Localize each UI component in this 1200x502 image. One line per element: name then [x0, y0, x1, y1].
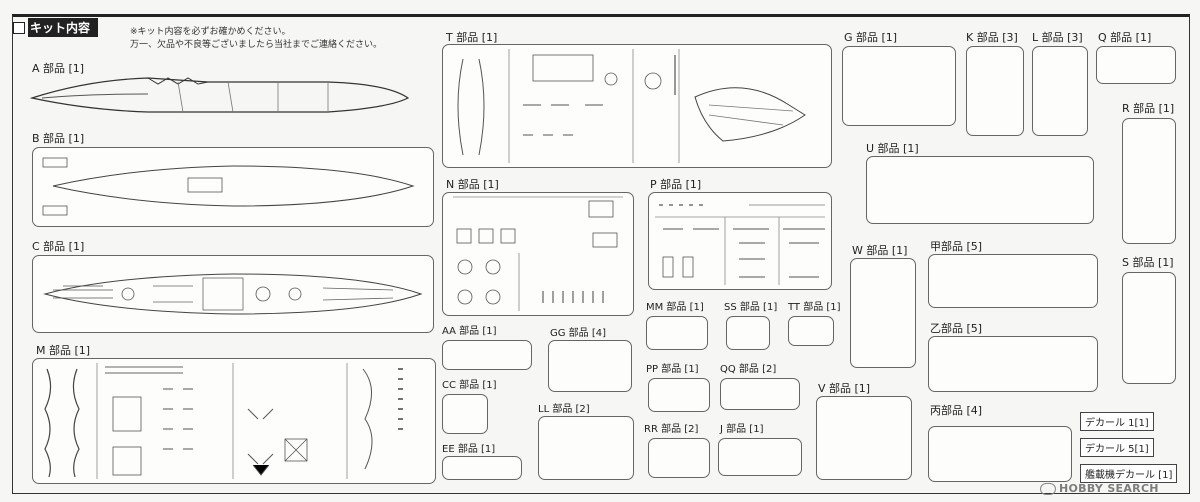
part-label-kou: 甲部品 [5] — [930, 240, 983, 253]
part-label-j: J 部品 [1] — [720, 424, 764, 435]
sprue-m — [32, 358, 436, 484]
sprue-g — [842, 46, 956, 126]
sprue-qq — [720, 378, 800, 410]
part-label-ee: EE 部品 [1] — [442, 444, 496, 455]
section-header: キット内容 — [13, 17, 99, 37]
sprue-t — [442, 44, 832, 168]
part-label-a: A 部品 [1] — [32, 62, 85, 75]
sprue-gg — [548, 340, 632, 392]
part-label-rr: RR 部品 [2] — [644, 424, 699, 435]
part-label-w: W 部品 [1] — [852, 244, 908, 257]
sprue-cc — [442, 394, 488, 434]
sprue-ee — [442, 456, 522, 480]
header-square-icon — [13, 21, 25, 34]
decal-1-label: デカール 1[1] — [1080, 412, 1154, 431]
sprue-p — [648, 192, 832, 290]
part-label-hei: 丙部品 [4] — [930, 404, 983, 417]
part-label-t: T 部品 [1] — [446, 31, 498, 44]
part-label-c: C 部品 [1] — [32, 240, 85, 253]
part-label-v: V 部品 [1] — [818, 382, 871, 395]
part-label-u: U 部品 [1] — [866, 142, 919, 155]
sprue-j — [718, 438, 802, 476]
sprue-w — [850, 258, 916, 368]
part-label-qq: QQ 部品 [2] — [720, 364, 777, 375]
part-label-mm: MM 部品 [1] — [646, 302, 704, 313]
section-title: キット内容 — [28, 18, 99, 37]
sprue-k — [966, 46, 1024, 136]
part-label-s: S 部品 [1] — [1122, 256, 1174, 269]
part-label-m: M 部品 [1] — [36, 344, 91, 357]
watermark: HOBBY SEARCH — [1040, 482, 1159, 495]
part-label-l: L 部品 [3] — [1032, 31, 1083, 44]
notice-text: ※キット内容を必ずお確かめください。 万一、欠品や不良等ございましたら当社までご… — [130, 26, 382, 52]
part-label-tt: TT 部品 [1] — [788, 302, 841, 313]
decal-5-label: デカール 5[1] — [1080, 438, 1154, 457]
part-label-aa: AA 部品 [1] — [442, 326, 497, 337]
sprue-v — [816, 396, 912, 480]
hull-side-drawing — [29, 77, 410, 113]
sprue-c-upper-deck — [32, 255, 434, 333]
part-label-b: B 部品 [1] — [32, 132, 85, 145]
part-label-n: N 部品 [1] — [446, 178, 499, 191]
sprue-ss — [726, 316, 770, 350]
sprue-q — [1096, 46, 1176, 84]
part-label-k: K 部品 [3] — [966, 31, 1018, 44]
part-label-q: Q 部品 [1] — [1098, 31, 1152, 44]
sprue-ll — [538, 416, 634, 480]
sprue-rr — [648, 438, 710, 478]
part-label-pp: PP 部品 [1] — [646, 364, 699, 375]
part-label-cc: CC 部品 [1] — [442, 380, 497, 391]
part-label-ss: SS 部品 [1] — [724, 302, 778, 313]
part-label-p: P 部品 [1] — [650, 178, 702, 191]
sprue-aa — [442, 340, 532, 370]
sprue-otsu — [928, 336, 1098, 392]
sprue-n — [442, 192, 634, 316]
sprue-a-hull — [28, 72, 412, 128]
sprue-s — [1122, 272, 1176, 384]
sprue-kou — [928, 254, 1098, 308]
part-label-ll: LL 部品 [2] — [538, 404, 590, 415]
watermark-text: HOBBY SEARCH — [1059, 482, 1159, 495]
aircraft-decal-label: 艦載機デカール [1] — [1080, 464, 1178, 483]
hobby-search-logo-icon — [1040, 483, 1056, 495]
part-label-gg: GG 部品 [4] — [550, 328, 607, 339]
part-label-r: R 部品 [1] — [1122, 102, 1175, 115]
sprue-tt — [788, 316, 834, 346]
part-label-g: G 部品 [1] — [844, 31, 898, 44]
sprue-l — [1032, 46, 1088, 136]
notice-line-1: ※キット内容を必ずお確かめください。 — [130, 27, 291, 37]
sprue-pp — [648, 378, 710, 412]
part-label-otsu: 乙部品 [5] — [930, 322, 983, 335]
sprue-u — [866, 156, 1094, 224]
notice-line-2: 万一、欠品や不良等ございましたら当社までご連絡ください。 — [130, 40, 383, 50]
kit-contents-frame — [12, 14, 1190, 494]
sprue-hei — [928, 426, 1072, 482]
sprue-r — [1122, 118, 1176, 244]
sprue-b-deck — [32, 147, 434, 227]
sprue-mm — [646, 316, 708, 350]
